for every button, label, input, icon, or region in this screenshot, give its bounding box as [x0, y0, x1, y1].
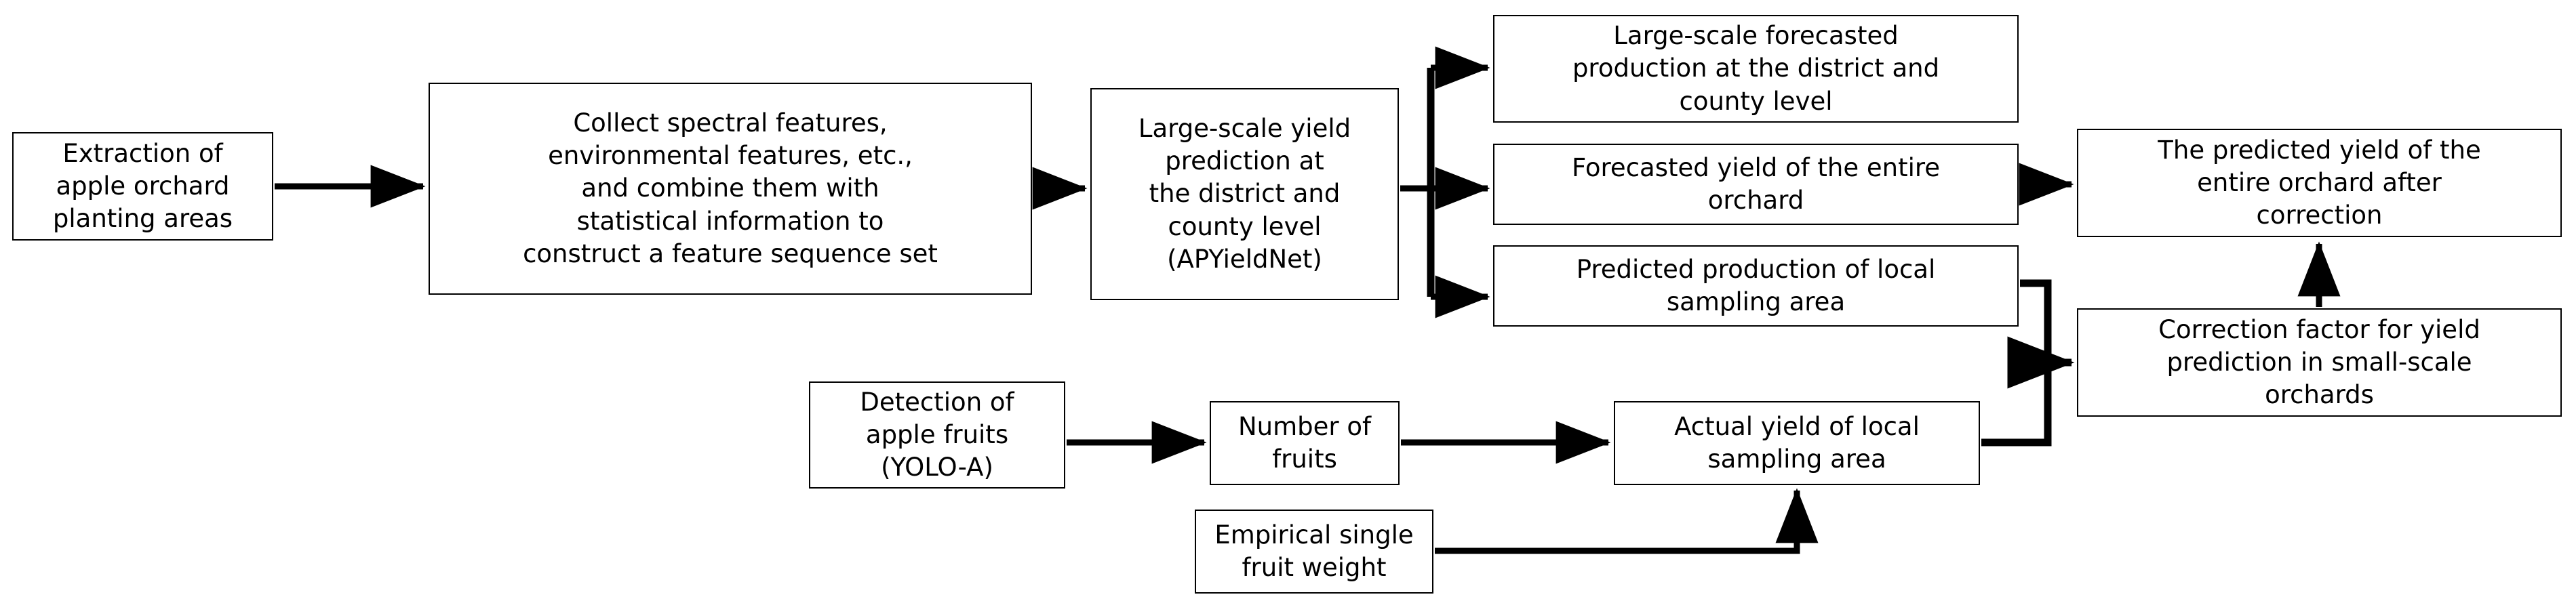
edge-actual-yield-to-correction-factor: [1981, 362, 2052, 447]
node-number-of-fruits[interactable]: Number of fruits: [1210, 401, 1400, 485]
node-label: Correction factor for yield prediction i…: [2158, 314, 2480, 410]
node-label: Large-scale forecasted production at the…: [1572, 21, 1940, 116]
node-correction-factor-small-scale-orchards[interactable]: Correction factor for yield prediction i…: [2077, 308, 2562, 417]
node-label: Detection of apple fruits (YOLO-A): [860, 387, 1014, 482]
node-label: Large-scale yield prediction at the dist…: [1138, 114, 1351, 274]
node-actual-yield-local-sampling-area[interactable]: Actual yield of local sampling area: [1614, 401, 1980, 485]
node-forecasted-yield-entire-orchard[interactable]: Forecasted yield of the entire orchard: [1493, 144, 2019, 225]
node-label: Number of fruits: [1237, 411, 1372, 474]
node-label: Actual yield of local sampling area: [1674, 411, 1920, 474]
node-empirical-single-fruit-weight[interactable]: Empirical single fruit weight: [1195, 510, 1433, 594]
node-predicted-production-local-sampling-area[interactable]: Predicted production of local sampling a…: [1493, 245, 2019, 327]
node-predicted-yield-entire-orchard-after-correction[interactable]: The predicted yield of the entire orchar…: [2077, 129, 2562, 237]
node-large-scale-forecasted-production[interactable]: Large-scale forecasted production at the…: [1493, 15, 2019, 123]
node-collect-spectral-features[interactable]: Collect spectral features, environmental…: [429, 83, 1032, 295]
edge-empirical-to-actual-yield: [1435, 488, 1819, 554]
node-label: Collect spectral features, environmental…: [523, 108, 938, 268]
edge-apyieldnet-branch-trunk: [1400, 68, 1435, 297]
node-apyieldnet-large-scale-yield-prediction[interactable]: Large-scale yield prediction at the dist…: [1090, 88, 1399, 300]
node-label: Forecasted yield of the entire orchard: [1571, 152, 1941, 215]
node-extraction-of-apple-orchard-planting-areas[interactable]: Extraction of apple orchard planting are…: [12, 132, 273, 241]
node-label: Empirical single fruit weight: [1214, 520, 1414, 582]
edge-predicted-production-to-correction-factor: [2020, 279, 2052, 362]
node-detection-of-apple-fruits-yolo-a[interactable]: Detection of apple fruits (YOLO-A): [809, 381, 1065, 489]
node-label: The predicted yield of the entire orchar…: [2158, 135, 2481, 230]
node-label: Extraction of apple orchard planting are…: [52, 138, 233, 234]
node-label: Predicted production of local sampling a…: [1576, 254, 1936, 316]
